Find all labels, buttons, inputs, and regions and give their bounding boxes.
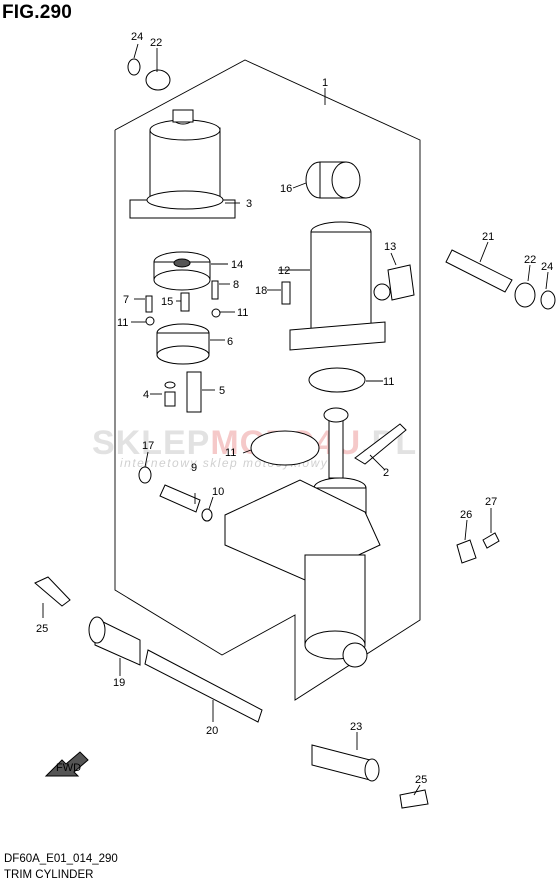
o-ring-11a bbox=[145, 316, 155, 326]
check-valve bbox=[186, 371, 202, 413]
o-ring-11c bbox=[308, 367, 366, 393]
fwd-label: FWD bbox=[56, 762, 81, 774]
callout-24-top: 24 bbox=[131, 31, 143, 43]
assembly-outline bbox=[114, 59, 421, 701]
o-ring-11b bbox=[211, 308, 221, 318]
callout-2: 2 bbox=[383, 467, 389, 479]
callout-26: 26 bbox=[460, 509, 472, 521]
callout-11-left: 11 bbox=[117, 317, 128, 329]
bolt-25-bottom bbox=[399, 789, 429, 809]
screw-8 bbox=[211, 280, 219, 300]
figure-title: FIG.290 bbox=[2, 2, 73, 23]
callout-16: 16 bbox=[280, 183, 292, 195]
callout-25-left: 25 bbox=[36, 623, 48, 635]
callout-14: 14 bbox=[231, 259, 243, 271]
strap-2 bbox=[354, 423, 407, 465]
callout-9: 9 bbox=[191, 462, 197, 474]
callout-11-lower: 11 bbox=[225, 447, 236, 459]
shaft-20 bbox=[144, 649, 263, 723]
watermark-logo: SKLEPMOTO4U.PL bbox=[92, 424, 417, 463]
callout-7: 7 bbox=[123, 294, 129, 306]
o-ring-10 bbox=[201, 508, 213, 522]
callout-24-right: 24 bbox=[541, 261, 553, 273]
callout-6: 6 bbox=[227, 336, 233, 348]
watermark-brand-a: SKLEP bbox=[92, 424, 211, 462]
callout-19: 19 bbox=[113, 677, 125, 689]
bush-22-top bbox=[145, 69, 171, 91]
callout-17: 17 bbox=[142, 440, 154, 452]
shaft-15 bbox=[180, 292, 190, 312]
spool-4 bbox=[164, 391, 176, 407]
callout-12: 12 bbox=[278, 265, 290, 277]
valve-body bbox=[153, 251, 211, 291]
callout-23: 23 bbox=[350, 721, 362, 733]
callout-labels: 1 2 3 4 5 6 7 8 9 10 11 11 11 11 12 13 1… bbox=[36, 31, 553, 786]
callout-20: 20 bbox=[206, 725, 218, 737]
fwd-arrow-icon: FWD bbox=[44, 751, 89, 777]
callout-3: 3 bbox=[246, 198, 252, 210]
drawing-code: DF60A_E01_014_290 bbox=[4, 853, 118, 865]
circlip-17 bbox=[138, 466, 152, 484]
callout-4: 4 bbox=[143, 389, 149, 401]
leader-lines bbox=[42, 43, 549, 796]
screw-7 bbox=[145, 295, 153, 313]
callout-13: 13 bbox=[384, 241, 396, 253]
callout-15: 15 bbox=[161, 296, 173, 308]
manual-valve-9 bbox=[159, 484, 201, 513]
bush-23 bbox=[311, 744, 380, 782]
callout-21: 21 bbox=[482, 231, 494, 243]
callout-1: 1 bbox=[322, 77, 328, 89]
gear-pump bbox=[156, 323, 210, 365]
callout-18: 18 bbox=[255, 285, 267, 297]
callout-25-bottom: 25 bbox=[415, 774, 427, 786]
plug-13 bbox=[373, 264, 415, 301]
trim-cylinder-body bbox=[224, 407, 381, 668]
circlip-24-right bbox=[540, 290, 556, 310]
circlip-24-top bbox=[127, 58, 141, 76]
callout-27: 27 bbox=[485, 496, 497, 508]
collar-26 bbox=[456, 539, 477, 564]
bush-19 bbox=[88, 616, 141, 666]
ram-cylinder bbox=[289, 221, 386, 351]
o-ring-11d bbox=[250, 430, 320, 466]
bolt-18 bbox=[281, 281, 291, 305]
bolt-25-left bbox=[34, 576, 71, 607]
callout-22-right: 22 bbox=[524, 254, 536, 266]
callout-5: 5 bbox=[219, 385, 225, 397]
callout-8: 8 bbox=[233, 279, 239, 291]
bush-16 bbox=[305, 161, 361, 199]
callout-22-top: 22 bbox=[150, 37, 162, 49]
callout-11-cyl: 11 bbox=[383, 376, 394, 388]
bush-22-right bbox=[514, 282, 536, 308]
o-ring-4 bbox=[164, 381, 176, 389]
pump-motor bbox=[129, 109, 236, 219]
drawing-name: TRIM CYLINDER bbox=[4, 869, 94, 881]
pin-21 bbox=[445, 249, 513, 293]
callout-10: 10 bbox=[212, 486, 224, 498]
callout-11-right: 11 bbox=[237, 307, 248, 319]
bolt-27 bbox=[482, 532, 500, 549]
